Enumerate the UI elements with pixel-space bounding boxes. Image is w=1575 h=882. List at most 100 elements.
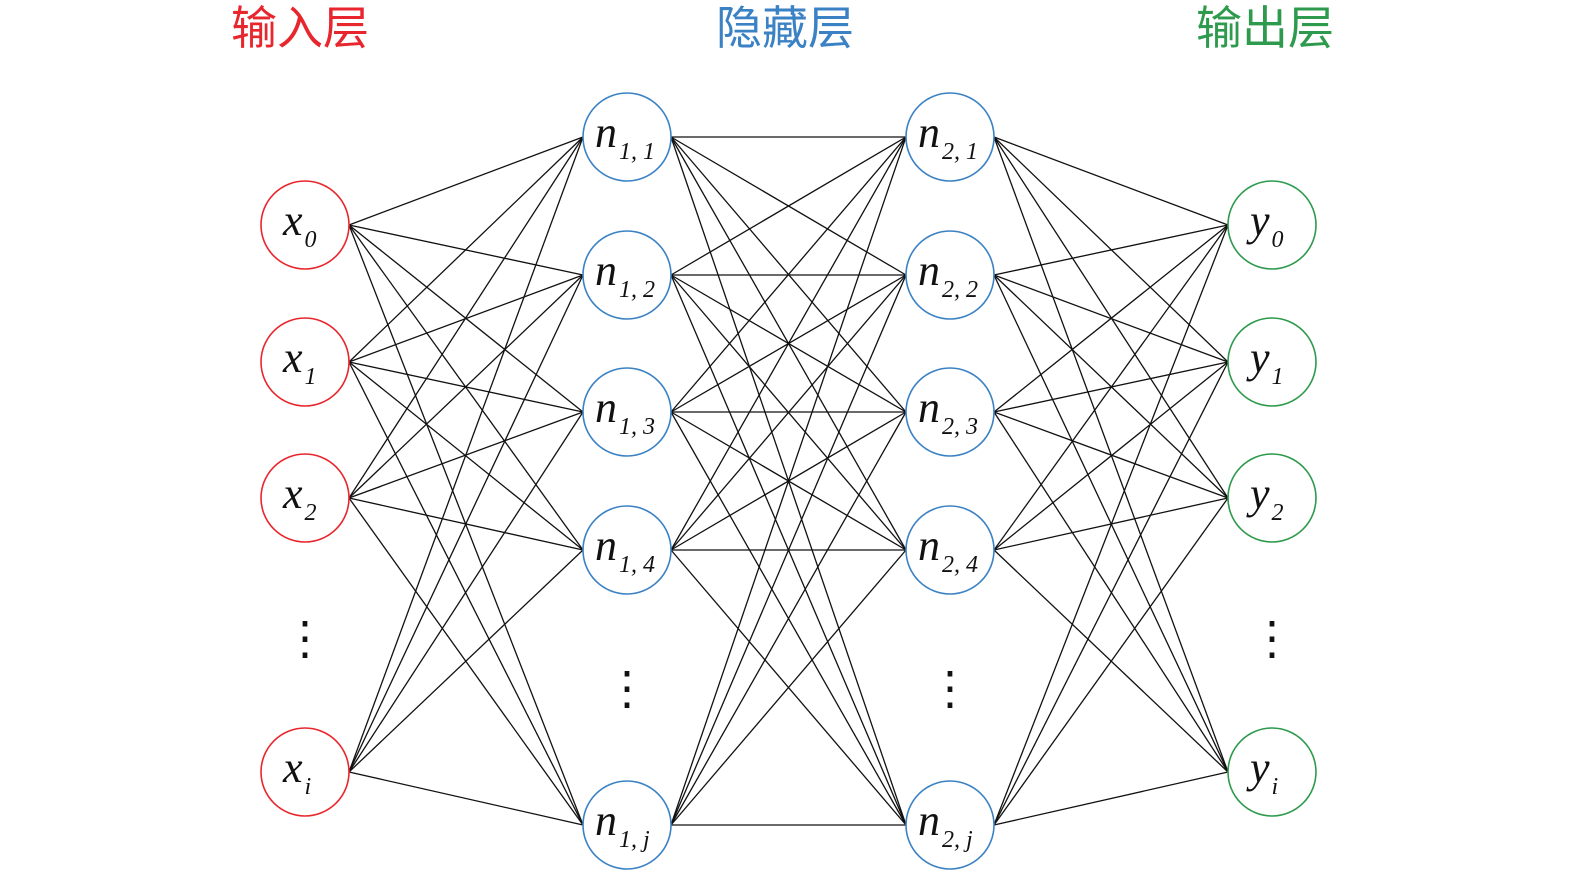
output-node: y2 — [1227, 453, 1317, 543]
node-subscript: 0 — [305, 227, 317, 253]
connection-line — [670, 136, 907, 551]
connection-line — [670, 549, 907, 826]
node-label: n1, 3 — [595, 383, 655, 440]
node-circle — [1227, 180, 1317, 270]
connection-line — [348, 136, 584, 773]
node-subscript: 2, 2 — [942, 277, 978, 303]
connection-line — [670, 274, 907, 826]
connection-line — [348, 361, 584, 826]
node-subscript: 1, 3 — [619, 414, 655, 440]
connection-line — [993, 224, 1229, 413]
node-variable: n — [595, 521, 617, 570]
connection-line — [348, 136, 584, 499]
node-circle — [260, 180, 350, 270]
node-circle — [582, 780, 672, 870]
node-subscript: 1 — [1272, 364, 1284, 390]
connection-line — [348, 549, 584, 773]
connection-line — [993, 224, 1229, 551]
node-label: n1, j — [595, 796, 650, 853]
node-variable: y — [1246, 196, 1270, 245]
node-variable: x — [282, 469, 303, 518]
node-variable: n — [918, 383, 940, 432]
hidden-layer-title: 隐藏层 — [716, 1, 854, 55]
hidden1-node: n1, 4 — [582, 505, 672, 595]
node-label: yi — [1246, 743, 1278, 800]
output-node: yi — [1227, 727, 1317, 817]
node-subscript: 1 — [305, 364, 317, 390]
connection-line — [993, 224, 1229, 276]
hidden2-node: n2, 3 — [905, 367, 995, 457]
node-circle — [1227, 317, 1317, 407]
output-node: y0 — [1227, 180, 1317, 270]
node-subscript: 1, 1 — [619, 139, 655, 165]
node-label: x0 — [282, 196, 317, 253]
node-label: n1, 4 — [595, 521, 655, 578]
input-node: x1 — [260, 317, 350, 407]
node-variable: n — [918, 246, 940, 295]
hidden2-node: n2, j — [905, 780, 995, 870]
hidden1-node: n1, j — [582, 780, 672, 870]
node-variable: n — [595, 383, 617, 432]
ellipsis-icon: ⋮ — [1249, 613, 1295, 664]
connection-line — [993, 771, 1229, 826]
node-variable: y — [1246, 333, 1270, 382]
connection-line — [348, 411, 584, 773]
node-label: xi — [282, 743, 311, 800]
node-subscript: 2, 4 — [942, 552, 978, 578]
node-circle — [582, 505, 672, 595]
connection-line — [670, 136, 907, 413]
node-label: n1, 1 — [595, 108, 655, 165]
node-circle — [582, 367, 672, 457]
output-layer-title: 输出层 — [1196, 1, 1334, 55]
connection-line — [993, 411, 1229, 773]
connection-line — [993, 361, 1229, 551]
node-label: n2, 2 — [918, 246, 978, 303]
node-circle — [905, 367, 995, 457]
ellipsis-icon: ⋮ — [604, 663, 650, 714]
node-subscript: 2 — [1272, 500, 1284, 526]
node-label: n2, 1 — [918, 108, 978, 165]
node-circle — [582, 230, 672, 320]
node-variable: n — [595, 246, 617, 295]
node-label: y0 — [1246, 196, 1284, 253]
ellipsis-icon: ⋮ — [282, 613, 328, 664]
connection-line — [670, 274, 907, 551]
node-subscript: 1, 4 — [619, 552, 655, 578]
node-circle — [260, 317, 350, 407]
node-label: n1, 2 — [595, 246, 655, 303]
connections — [348, 136, 1229, 826]
node-subscript: i — [305, 774, 312, 800]
connection-line — [348, 136, 584, 363]
node-subscript: 1, j — [619, 827, 650, 853]
input-layer-title: 输入层 — [231, 1, 369, 55]
node-variable: y — [1246, 743, 1270, 792]
connection-line — [993, 361, 1229, 826]
node-label: y1 — [1246, 333, 1284, 390]
node-variable: n — [918, 796, 940, 845]
node-subscript: 1, 2 — [619, 277, 655, 303]
connection-line — [348, 274, 584, 773]
node-circle — [905, 230, 995, 320]
node-label: n2, j — [918, 796, 973, 853]
connection-line — [670, 136, 907, 826]
hidden1-node: n1, 3 — [582, 367, 672, 457]
node-variable: n — [595, 108, 617, 157]
node-circle — [905, 505, 995, 595]
connection-line — [348, 136, 584, 226]
ellipsis-icon: ⋮ — [927, 663, 973, 714]
node-subscript: 2, j — [942, 827, 973, 853]
output-node: y1 — [1227, 317, 1317, 407]
input-node: x2 — [260, 453, 350, 543]
hidden1-node: n1, 1 — [582, 92, 672, 182]
input-node: xi — [260, 727, 350, 817]
node-label: n2, 3 — [918, 383, 978, 440]
node-variable: n — [918, 521, 940, 570]
node-variable: y — [1246, 469, 1270, 518]
node-circle — [905, 92, 995, 182]
hidden1-node: n1, 2 — [582, 230, 672, 320]
hidden2-node: n2, 1 — [905, 92, 995, 182]
node-subscript: 2, 3 — [942, 414, 978, 440]
